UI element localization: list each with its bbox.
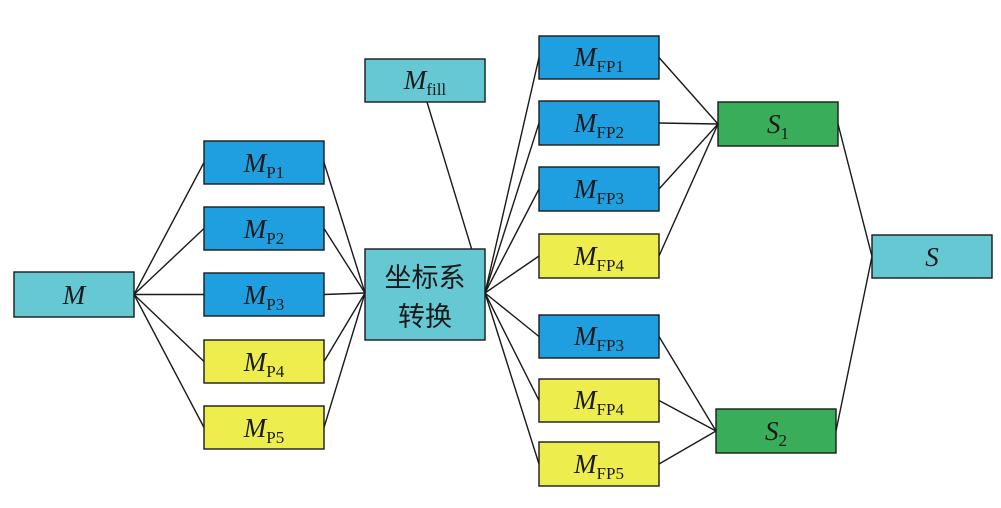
node-s1: S1 — [717, 101, 839, 147]
edge-mfp2_top-to-s1 — [658, 122, 719, 125]
edge-mfp5_bot-to-s2 — [658, 430, 717, 465]
svg-text:MP5: MP5 — [243, 413, 284, 447]
edge-mfp3_top-to-s1 — [658, 123, 719, 190]
node-s1-main: S — [767, 109, 781, 139]
svg-text:MP3: MP3 — [243, 280, 284, 314]
edge-m-to-mp1 — [133, 162, 205, 295]
edge-m-to-mp5 — [133, 294, 205, 428]
node-mp4-sub: P4 — [266, 362, 284, 381]
edge-mfp4_top-to-s1 — [658, 123, 719, 257]
coord-label-line1: 坐标系 — [385, 263, 466, 294]
node-mp1-main: M — [243, 148, 268, 178]
svg-text:Mfill: Mfill — [403, 65, 447, 99]
edge-s2-to-s — [835, 256, 873, 432]
node-mfp4-top-sub: FP4 — [597, 256, 625, 275]
node-mfp3-top: MFP3 — [538, 166, 660, 212]
svg-text:MFP4: MFP4 — [573, 385, 624, 419]
node-m-main: M — [62, 280, 87, 310]
edge-mfp1_top-to-s1 — [658, 57, 719, 125]
node-mfp4-top: MFP4 — [538, 233, 660, 279]
node-mfp2-top-sub: FP2 — [597, 123, 624, 142]
edge-coord-to-mfp4_top — [484, 255, 540, 294]
svg-text:MP2: MP2 — [243, 214, 284, 248]
node-mfill: Mfill — [364, 58, 486, 103]
node-mfp4-bottom-sub: FP4 — [597, 400, 625, 419]
node-s2-main: S — [765, 416, 779, 446]
node-mfp2-top-main: M — [573, 108, 598, 138]
node-mfp5-bottom-main: M — [573, 449, 598, 479]
node-mfp3-top-sub: FP3 — [597, 189, 624, 208]
edge-layer — [133, 57, 873, 465]
edge-s1-to-s — [837, 123, 873, 257]
node-mp1-sub: P1 — [266, 163, 284, 182]
edge-mp3-to-coord — [323, 292, 366, 296]
edge-coord-to-mfp4_bot — [484, 292, 540, 401]
node-mp5: MP5 — [203, 405, 325, 450]
node-mfp5-bottom: MFP5 — [538, 441, 660, 487]
edge-coord-to-mfp1_top — [484, 57, 540, 294]
svg-text:M: M — [62, 280, 87, 310]
edge-coord-to-mfp5_bot — [484, 292, 540, 465]
coord-label-line2: 转换 — [398, 302, 452, 333]
edge-mp5-to-coord — [323, 292, 366, 428]
svg-text:MFP3: MFP3 — [573, 174, 624, 208]
node-s2-sub: 2 — [779, 431, 788, 450]
node-s1-sub: 1 — [781, 124, 790, 143]
node-mfp1-top-sub: FP1 — [597, 57, 624, 76]
edge-m-to-mp4 — [133, 293, 205, 363]
node-mfp5-bottom-sub: FP5 — [597, 464, 624, 483]
edge-mp1-to-coord — [323, 162, 366, 294]
edge-m-to-mp2 — [133, 227, 205, 296]
svg-text:MFP3: MFP3 — [573, 321, 624, 355]
edge-mfp3_bot-to-s2 — [658, 336, 717, 432]
node-mp4: MP4 — [203, 339, 325, 384]
node-mp3-sub: P3 — [266, 295, 284, 314]
node-mfp2-top: MFP2 — [538, 100, 660, 146]
edge-coord-to-mfp2_top — [484, 122, 540, 294]
node-mp2-main: M — [243, 214, 268, 244]
svg-text:S1: S1 — [767, 109, 789, 143]
node-mp3-main: M — [243, 280, 268, 310]
svg-text:MFP5: MFP5 — [573, 449, 624, 483]
svg-text:MFP1: MFP1 — [573, 42, 624, 76]
node-mfp4-top-main: M — [573, 241, 598, 271]
node-layer: M MP1 MP2 MP3 MP4 — [13, 35, 993, 487]
node-m: M — [13, 271, 135, 318]
node-mfp3-bottom-main: M — [573, 321, 598, 351]
edge-mp2-to-coord — [323, 228, 366, 294]
node-mp3: MP3 — [203, 272, 325, 317]
node-mfp4-bottom-main: M — [573, 385, 598, 415]
edge-coord-to-mfp3_bot — [484, 292, 540, 338]
node-mp1: MP1 — [203, 140, 325, 185]
node-coordinate-transform: 坐标系 转换 — [364, 248, 486, 341]
node-mp5-main: M — [243, 413, 268, 443]
svg-text:S: S — [925, 242, 939, 272]
svg-text:MP4: MP4 — [243, 347, 285, 381]
svg-text:MFP2: MFP2 — [573, 108, 624, 142]
edge-coord-to-mfp3_top — [484, 188, 540, 294]
edge-mp4-to-coord — [323, 292, 366, 362]
node-mfp3-top-main: M — [573, 174, 598, 204]
node-s: S — [871, 234, 993, 279]
node-mfill-sub: fill — [426, 80, 446, 99]
node-s-main: S — [925, 242, 939, 272]
node-mp4-main: M — [243, 347, 268, 377]
svg-text:S2: S2 — [765, 416, 787, 450]
edge-mfp4_bot-to-s2 — [658, 399, 717, 432]
node-mfp1-top-main: M — [573, 42, 598, 72]
svg-text:MP1: MP1 — [243, 148, 284, 182]
node-mfp3-bottom: MFP3 — [538, 314, 660, 359]
node-mfp4-bottom: MFP4 — [538, 378, 660, 423]
node-mfp3-bottom-sub: FP3 — [597, 336, 624, 355]
node-mp2-sub: P2 — [266, 229, 284, 248]
node-mp5-sub: P5 — [266, 428, 284, 447]
node-mp2: MP2 — [203, 206, 325, 251]
svg-text:MFP4: MFP4 — [573, 241, 624, 275]
node-mfill-main: M — [403, 65, 428, 95]
node-s2: S2 — [715, 408, 837, 454]
node-mfp1-top: MFP1 — [538, 35, 660, 80]
